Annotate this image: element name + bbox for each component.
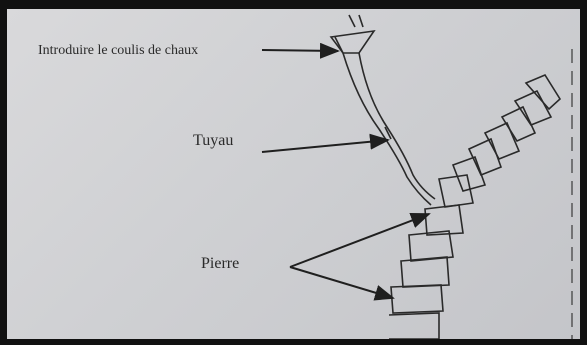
stone [391, 285, 443, 313]
stone [401, 257, 449, 287]
funnel [331, 15, 374, 53]
arrow-pierre-lower [290, 267, 393, 298]
paper-sheet: Introduire le coulis de chaux Tuyau Pier… [7, 9, 580, 339]
tube [343, 53, 435, 205]
stone [425, 205, 463, 235]
stone [439, 175, 473, 207]
arrow-pierre-upper [290, 214, 429, 267]
stone [389, 313, 439, 339]
stone [485, 123, 519, 159]
stone [526, 75, 560, 109]
wall-sketch [7, 9, 580, 339]
arrow-intro [262, 50, 338, 51]
stone-stack [389, 75, 560, 339]
arrow-tuyau [262, 140, 388, 152]
